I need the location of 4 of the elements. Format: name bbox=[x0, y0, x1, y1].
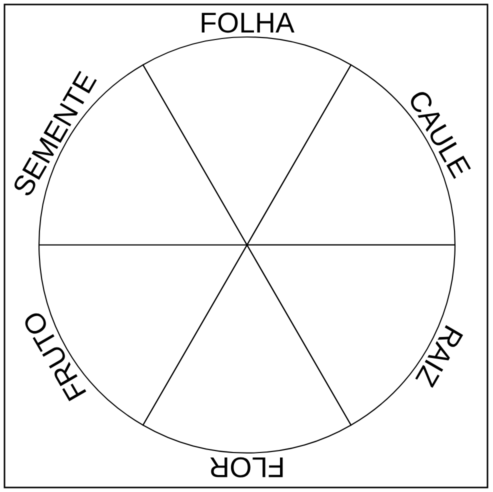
sector: FLOR bbox=[142, 244, 352, 478]
node-label: FOLHA bbox=[202, 12, 294, 33]
node-label: FLOR bbox=[210, 457, 283, 478]
sector: FOLHA bbox=[142, 12, 352, 246]
